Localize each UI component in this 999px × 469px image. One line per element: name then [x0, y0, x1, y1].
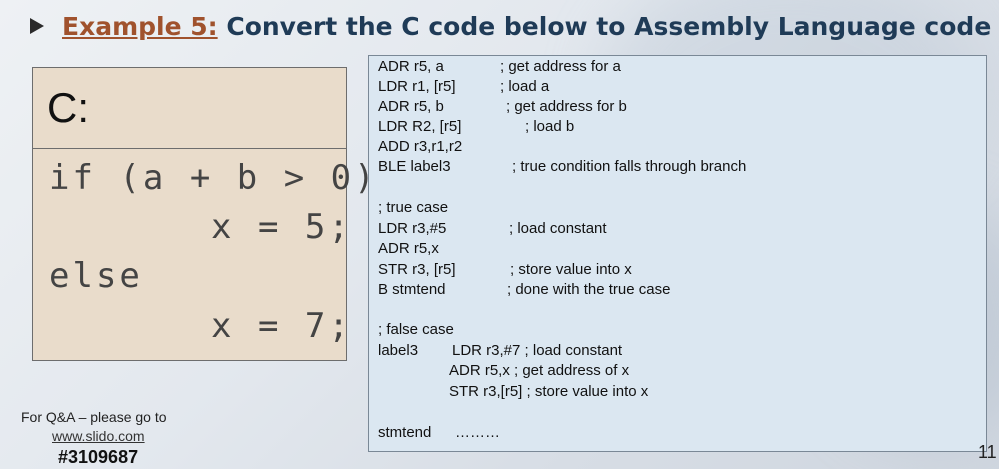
asm-instruction: STR r3,[r5] ; store value into x	[449, 383, 649, 400]
asm-instruction: ADD r3,r1,r2	[378, 138, 463, 155]
c-code-line: x = 7;	[211, 306, 352, 346]
asm-section-comment: ; false case	[378, 321, 454, 338]
page-number: 11	[978, 442, 997, 462]
asm-ellipsis: ………	[455, 424, 500, 441]
asm-comment: ; load a	[500, 78, 550, 95]
asm-section-comment: ; true case	[378, 199, 449, 216]
asm-comment: ; done with the true case	[507, 281, 671, 298]
asm-comment: ; load constant	[509, 220, 607, 237]
asm-label: stmtend	[378, 424, 432, 441]
c-language-label: C:	[47, 84, 89, 131]
example-label: Example 5:	[62, 11, 218, 41]
asm-instruction: STR r3, [r5]	[378, 261, 456, 278]
qa-prompt-text: For Q&A – please go to	[21, 409, 167, 425]
title-text: Convert the C code below to Assembly Lan…	[217, 11, 992, 41]
c-code-line: if (a + b > 0)	[49, 158, 378, 198]
slide-title: Example 5: Convert the C code below to A…	[62, 12, 991, 41]
asm-label: label3	[378, 342, 419, 359]
asm-instruction: BLE label3	[378, 158, 451, 175]
slido-link[interactable]: www.slido.com	[52, 428, 145, 444]
asm-comment: ; true condition falls through branch	[512, 158, 747, 175]
asm-comment: ; store value into x	[510, 261, 632, 278]
c-code-box: C: if (a + b > 0) x = 5; else x = 7;	[32, 67, 375, 361]
asm-instruction: ADR r5,x	[378, 240, 439, 257]
asm-comment: ; get address for a	[500, 58, 621, 75]
slido-event-code: #3109687	[58, 447, 139, 467]
c-code-header: C:	[33, 68, 346, 149]
c-code-line: else	[49, 256, 143, 296]
asm-instruction: LDR r1, [r5]	[378, 78, 456, 95]
asm-instruction: LDR r3,#7 ; load constant	[452, 342, 623, 359]
slide-title-row: Example 5: Convert the C code below to A…	[30, 6, 991, 46]
asm-instruction: ADR r5, b	[378, 98, 444, 115]
asm-instruction: ADR r5, a	[378, 58, 444, 75]
asm-instruction: LDR R2, [r5]	[378, 118, 462, 135]
asm-instruction: LDR r3,#5	[378, 220, 447, 237]
c-code-line: x = 5;	[211, 207, 352, 247]
asm-comment: ; get address for b	[506, 98, 627, 115]
bullet-arrow-icon	[30, 18, 44, 34]
asm-instruction: ADR r5,x ; get address of x	[449, 362, 630, 379]
asm-instruction: B stmtend	[378, 281, 446, 298]
assembly-code-box: ADR r5, a ; get address for a LDR r1, [r…	[368, 55, 987, 452]
asm-comment: ; load b	[525, 118, 575, 135]
